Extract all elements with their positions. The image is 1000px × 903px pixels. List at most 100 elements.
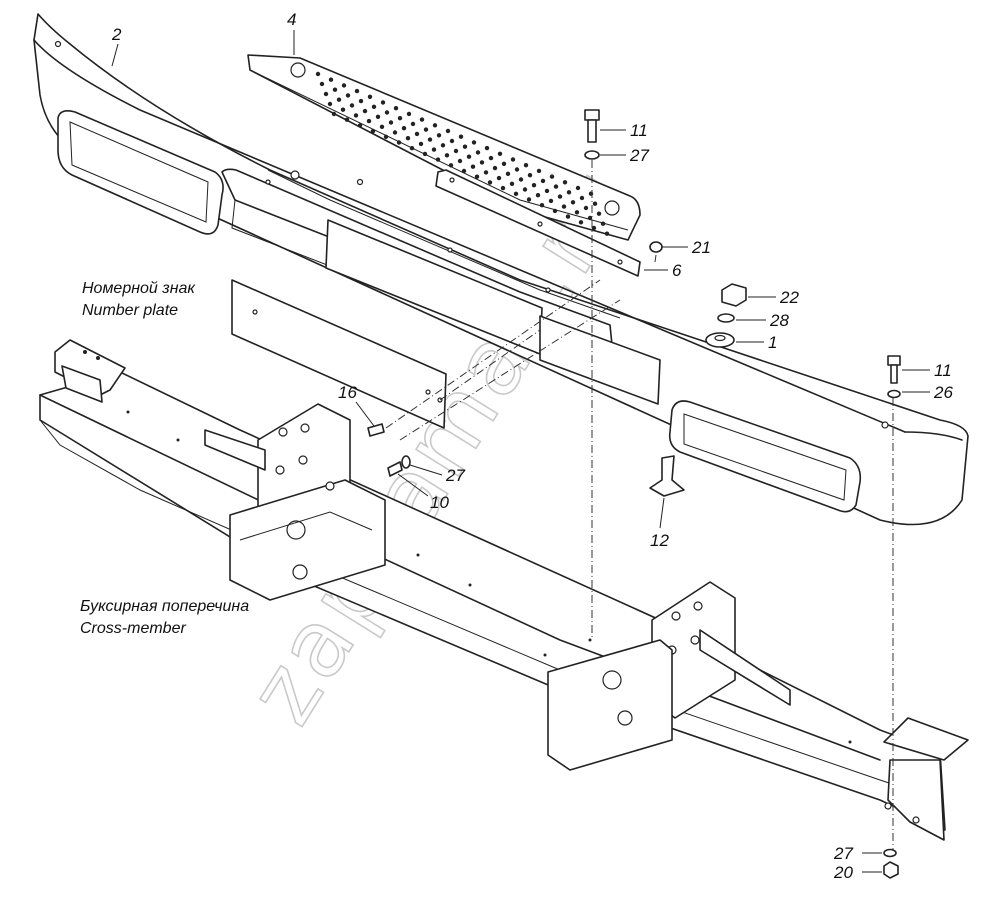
perforation-hole [423, 127, 429, 132]
perforation-hole [410, 121, 416, 127]
perforation-hole [518, 177, 524, 182]
perforation-hole [396, 140, 402, 145]
perforation-hole [393, 106, 399, 111]
perforation-hole [557, 194, 563, 199]
caption-cross-member-en: Cross-member [80, 620, 186, 637]
perforation-hole [349, 103, 355, 108]
perforation-hole [526, 197, 532, 202]
perforation-hole [471, 140, 477, 145]
perforation-hole [509, 181, 515, 186]
bolt-11-right [887, 355, 901, 384]
perforation-hole [552, 208, 558, 214]
perforation-hole [479, 160, 485, 165]
perforation-hole [522, 187, 528, 192]
perforation-hole [409, 146, 415, 151]
callout-11-right: 11 [934, 361, 952, 380]
washer-28 [717, 313, 735, 323]
callout-4: 4 [287, 10, 296, 29]
perforation-hole [332, 87, 338, 92]
perforation-hole [565, 214, 571, 219]
perforation-hole [458, 134, 464, 139]
perforation-hole [357, 123, 363, 128]
perforation-hole [327, 101, 333, 107]
nut-22 [721, 283, 747, 307]
callout-27-top: 27 [629, 146, 649, 165]
perforation-hole [505, 171, 511, 176]
perforation-hole [435, 157, 441, 162]
perforation-hole [561, 204, 567, 209]
washer-26 [887, 389, 901, 399]
callout-26: 26 [933, 383, 953, 402]
perforation-hole [566, 190, 572, 195]
perforation-hole [392, 130, 398, 135]
perforation-hole [340, 107, 346, 112]
perforation-hole [527, 173, 533, 178]
caption-number-plate-ru: Номерной знак [82, 280, 196, 297]
perforation-hole [531, 183, 537, 188]
perforation-hole [500, 185, 506, 191]
callout-leaders [111, 30, 930, 873]
perforation-hole [353, 113, 359, 118]
perforation-hole [384, 110, 390, 115]
perforation-hole [453, 148, 459, 154]
perforation-hole [366, 118, 372, 124]
washer-27-mid [401, 455, 411, 469]
perforation-hole [379, 124, 385, 129]
perforation-hole [375, 114, 381, 120]
washer-27-top [584, 150, 600, 160]
nut-20 [883, 861, 899, 879]
callout-20: 20 [833, 863, 853, 882]
perforation-hole [397, 116, 403, 121]
perforation-hole [341, 83, 347, 88]
callout-28: 28 [769, 311, 789, 330]
perforation-hole [319, 81, 325, 87]
perforation-hole [445, 128, 451, 134]
screw-10 [387, 461, 403, 477]
callout-11-top: 11 [630, 121, 648, 140]
perforation-hole [578, 220, 584, 225]
perforation-hole [362, 108, 368, 114]
perforation-hole [600, 221, 606, 226]
perforation-hole [414, 131, 420, 137]
screw-16 [367, 423, 385, 437]
spacer-1 [705, 332, 735, 348]
perforation-hole [575, 185, 581, 191]
callout-2: 2 [111, 25, 122, 44]
perforation-hole [401, 126, 407, 131]
nut-21 [649, 241, 663, 253]
perforation-hole [488, 155, 494, 161]
perforation-hole [344, 117, 350, 122]
perforation-hole [592, 201, 598, 206]
perforation-hole [427, 137, 433, 142]
cross-member [39, 339, 969, 841]
perforation-hole [562, 180, 568, 185]
perforation-hole [328, 77, 334, 82]
perforation-hole [331, 111, 337, 117]
tow-hook-bolt-12 [649, 455, 685, 497]
perforation-hole [591, 225, 597, 231]
caption-number-plate-en: Number plate [82, 302, 178, 319]
perforation-hole [574, 210, 580, 215]
perforated-plate [247, 54, 641, 277]
perforation-hole [406, 111, 412, 117]
assembly-axis-lines [385, 160, 894, 850]
perforation-hole [419, 117, 425, 122]
callout-10: 10 [430, 493, 449, 512]
perforation-hole [535, 193, 541, 198]
perforation-hole [448, 163, 454, 168]
perforation-hole [570, 200, 576, 205]
perforation-hole [380, 100, 386, 105]
perforation-hole [388, 120, 394, 125]
washer-27-bottom [883, 848, 897, 858]
perforation-hole [497, 151, 503, 156]
perforation-hole [367, 94, 373, 100]
perforation-hole [405, 136, 411, 141]
perforation-hole [501, 161, 507, 166]
perforation-hole [513, 191, 519, 196]
perforation-hole [583, 205, 589, 211]
perforation-hole [358, 98, 364, 104]
bumper [33, 13, 969, 526]
perforation-hole [315, 71, 321, 77]
perforation-hole [457, 158, 463, 164]
perforation-hole [487, 180, 493, 185]
